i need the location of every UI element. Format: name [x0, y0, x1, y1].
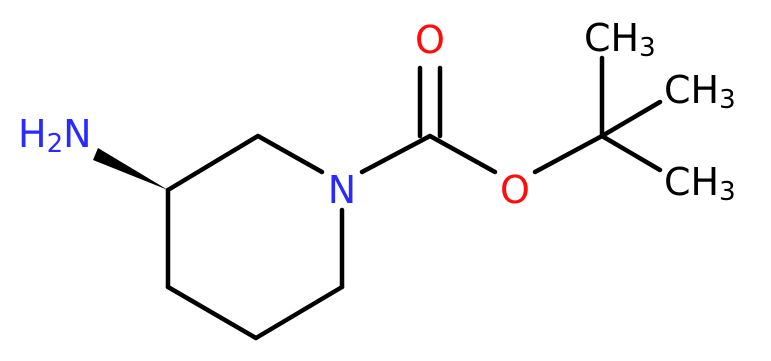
methyl-top-label: CH3	[584, 16, 656, 63]
ester-oxygen-label: O	[500, 168, 530, 212]
bond-ester-o-tbu	[532, 133, 605, 175]
bond-c3-c2	[165, 133, 261, 193]
amine-label: H2N	[18, 112, 92, 159]
piperidine-ring	[165, 133, 345, 341]
methyl-middle-label: CH3	[664, 68, 736, 115]
methyl-bottom-label: CH3	[664, 160, 736, 207]
ring-nitrogen-label: N	[328, 168, 356, 212]
stereo-wedge-bond	[93, 148, 168, 190]
carbonyl-oxygen-label: O	[415, 18, 445, 62]
bond-tbu-methyl-middle	[599, 99, 663, 139]
bond-c6-c5	[253, 284, 345, 341]
bond-c2-n1	[255, 133, 325, 175]
tert-butyl-bonds	[599, 55, 663, 173]
carbamate-bonds	[359, 65, 605, 175]
bond-n1-carbonyl	[359, 133, 433, 175]
bond-c5-c4	[165, 284, 259, 341]
bond-carbonyl-ester-o	[427, 133, 498, 175]
bond-tbu-methyl-bottom	[599, 133, 663, 173]
